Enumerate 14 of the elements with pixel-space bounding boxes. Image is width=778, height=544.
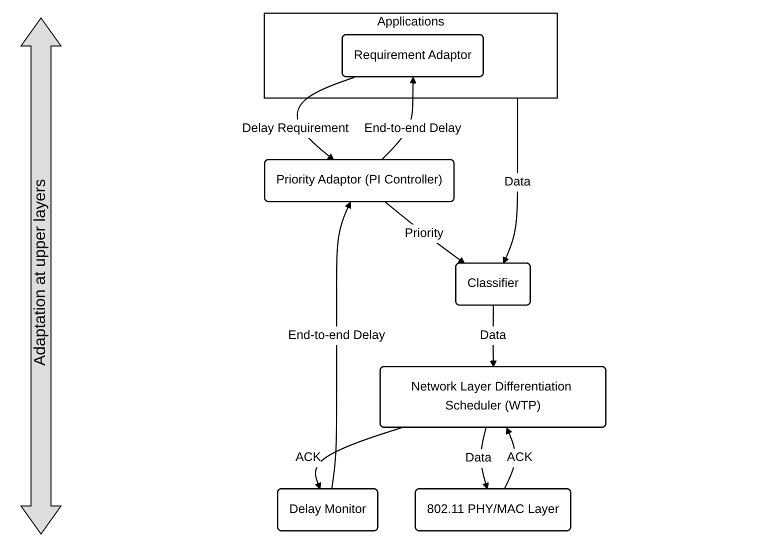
arrow [314,427,402,490]
edge-label: ACK [506,451,533,464]
axis-label: Adaptation at upper layers [32,178,50,366]
edge-label: Data [504,175,531,189]
edge-label: Data [480,328,506,342]
edge-label: End-to-end Delay [364,122,462,136]
edge-label: Data [465,452,492,465]
edge-label: ACK [295,451,322,464]
arrow [384,202,465,264]
edge-label: End-to-end Delay [288,328,386,342]
arrow [502,98,518,264]
edge-label: Delay Requirement [242,122,349,136]
edge-label: Priority [404,226,444,240]
arrow [331,202,352,490]
